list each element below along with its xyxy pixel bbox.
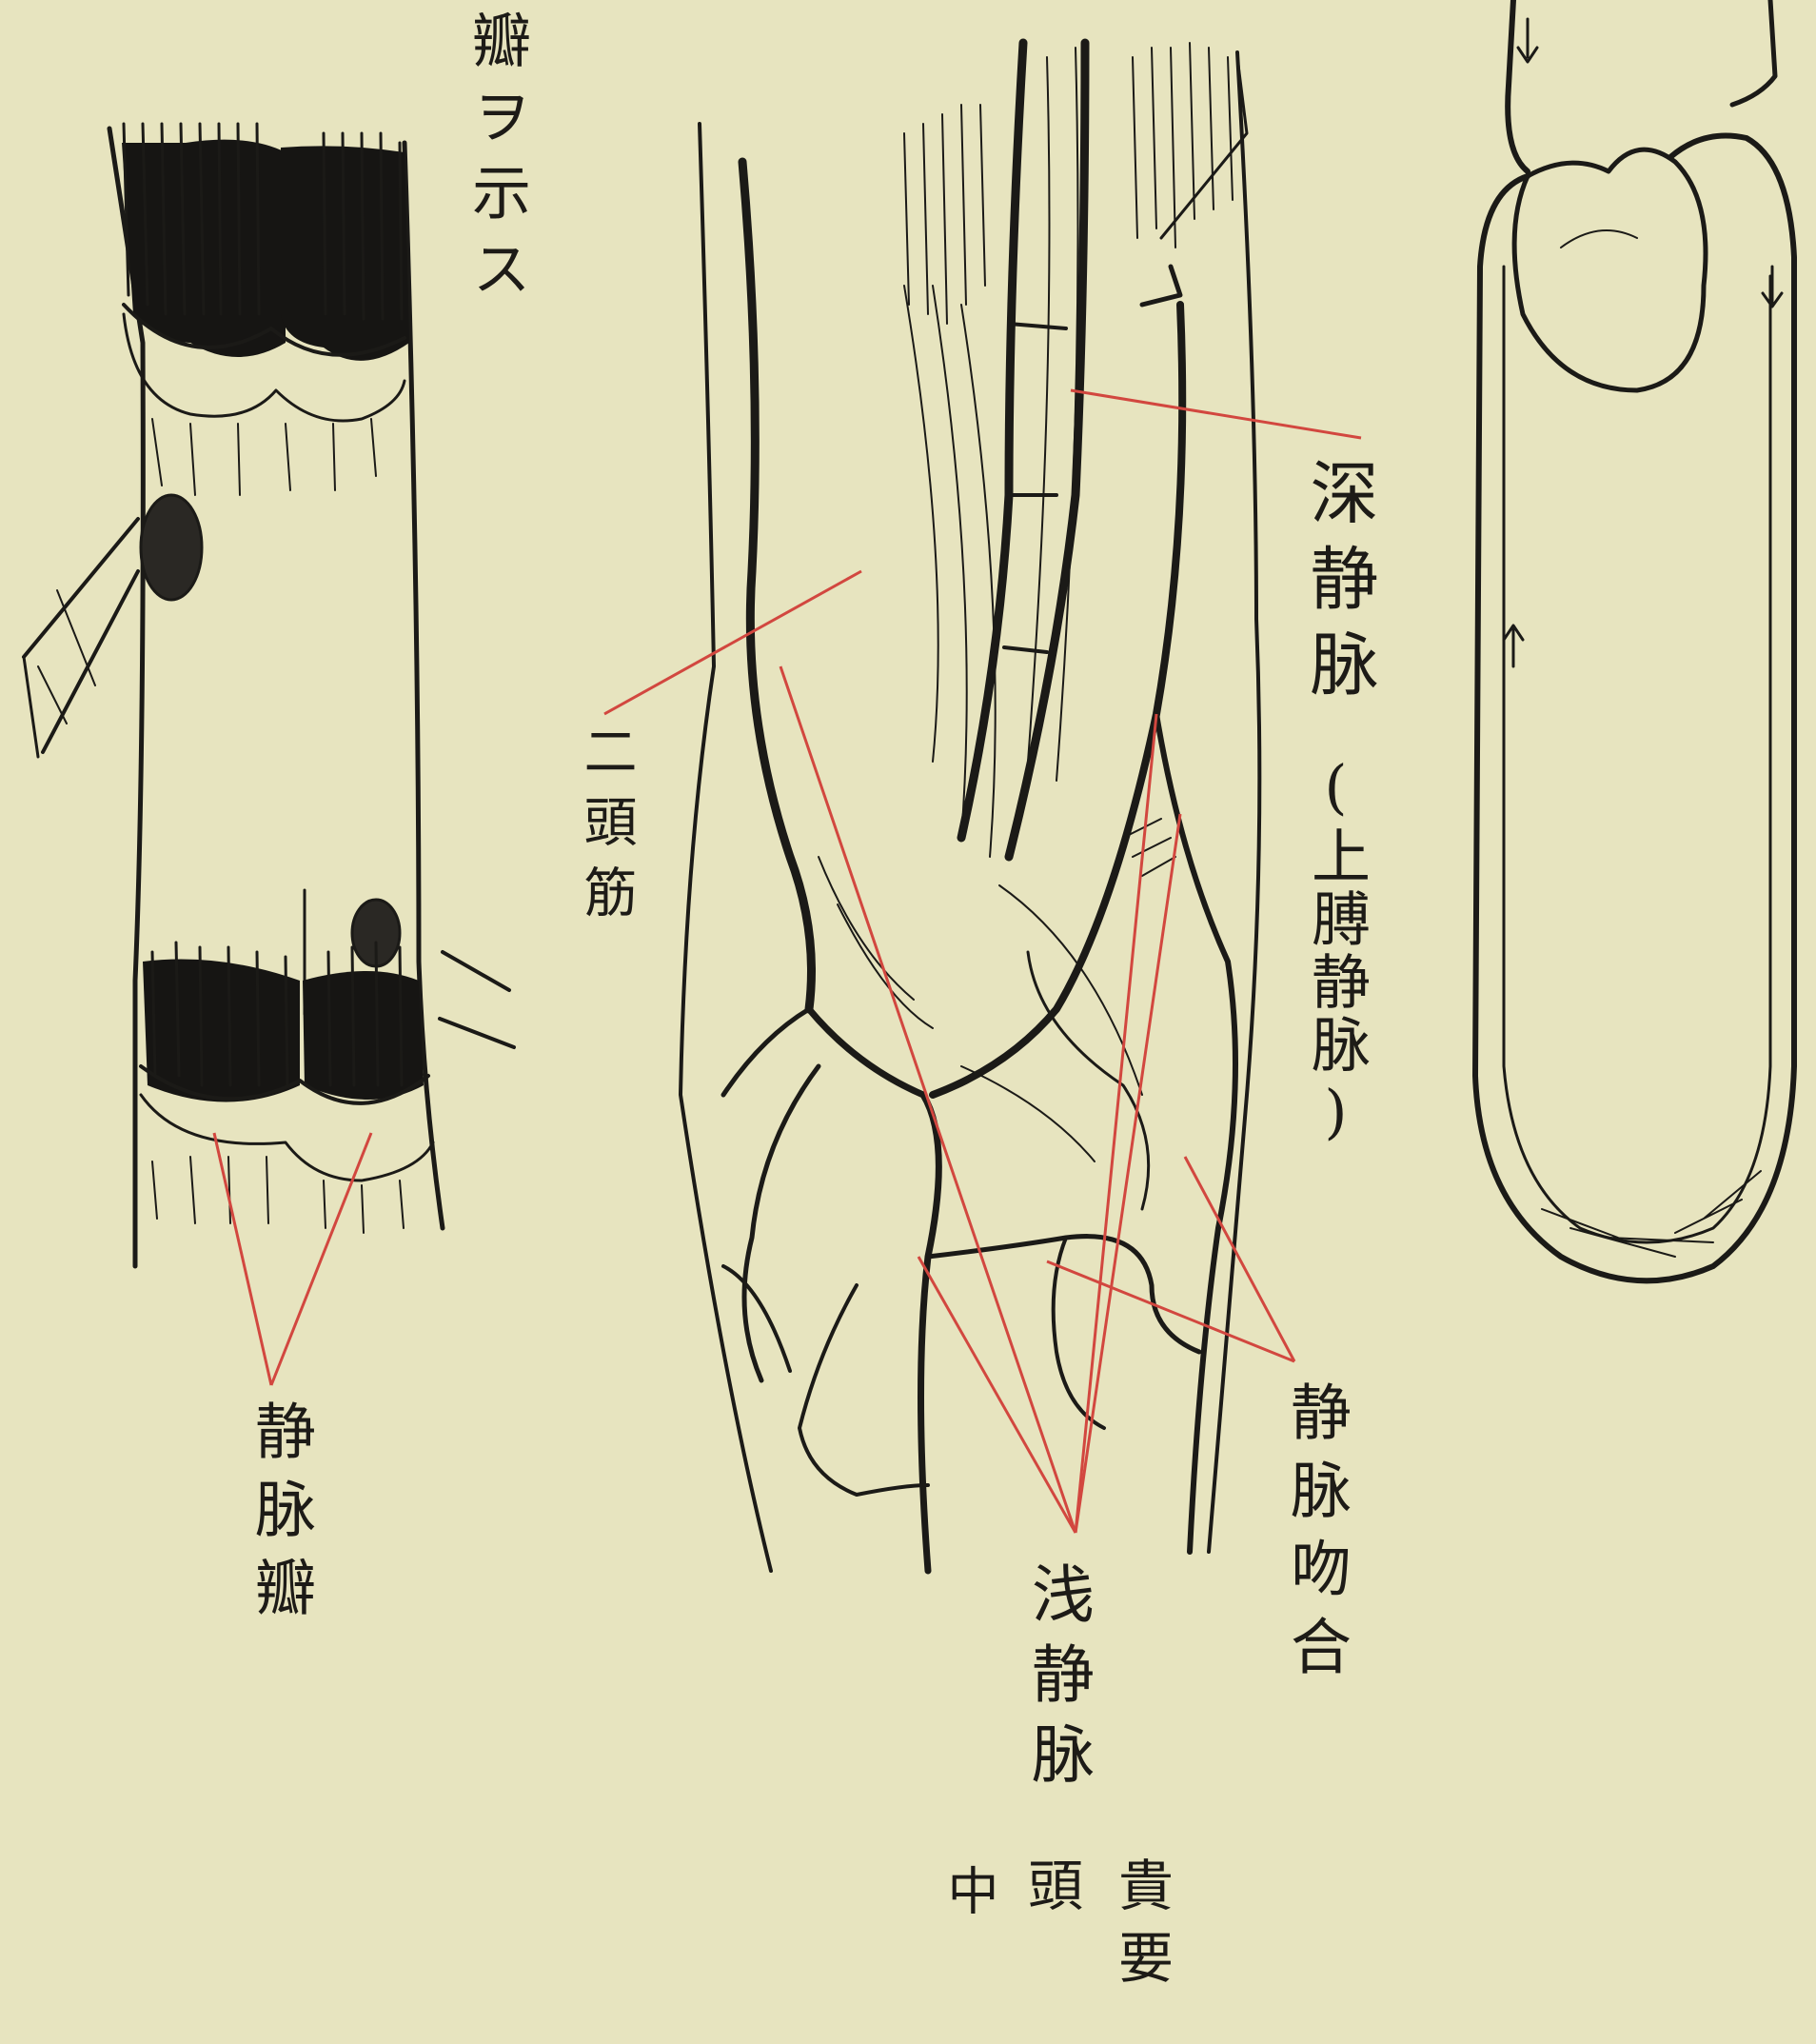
- cephalic-label: 貴要: [1114, 1856, 1169, 2001]
- circulation-diagram: [1475, 0, 1794, 1280]
- biceps-label: 二頭筋: [579, 724, 632, 935]
- median-head-label: 頭: [1023, 1856, 1078, 1929]
- superficial-vein-label: 浅静脉: [1026, 1561, 1089, 1801]
- vein-valve-label: 静脉瓣: [249, 1399, 310, 1634]
- vein-segment-figure: [24, 124, 514, 1266]
- valve-note-label: 瓣ヲ示ス: [466, 10, 525, 314]
- anastomosis-label: 静脉吻合: [1285, 1380, 1346, 1693]
- forearm-figure: [681, 43, 1259, 1571]
- deep-vein-label: 深静脉: [1304, 457, 1372, 714]
- deep-vein-note-label: (上膊静脉): [1306, 752, 1365, 1150]
- median-label: 中: [942, 1864, 994, 1933]
